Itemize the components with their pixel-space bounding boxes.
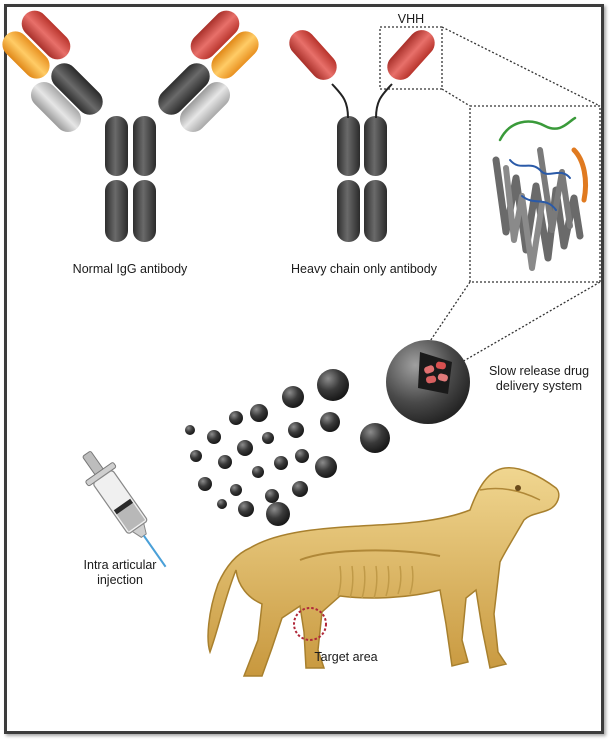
slow-release-label-line2: delivery system bbox=[476, 379, 602, 394]
hcab-hinge-left bbox=[332, 84, 348, 118]
injection-label: Intra articular injection bbox=[60, 558, 180, 588]
heavy-chain-fc-right-top bbox=[133, 116, 156, 176]
vhh-label: VHH bbox=[392, 12, 430, 27]
injection-label-line1: Intra articular bbox=[60, 558, 180, 573]
igg-antibody-illustration bbox=[0, 5, 264, 242]
injection-label-line2: injection bbox=[60, 573, 180, 588]
zoom-connector-sphere-2 bbox=[462, 282, 600, 362]
slow-release-sphere bbox=[386, 340, 470, 424]
slow-release-label-line1: Slow release drug bbox=[476, 364, 602, 379]
hcab-ch3-right bbox=[364, 180, 387, 242]
drug-particles bbox=[185, 369, 390, 526]
heavy-chain-fc-left-top bbox=[105, 116, 128, 176]
heavy-chain-fc-left-bottom bbox=[105, 180, 128, 242]
slow-release-label: Slow release drug delivery system bbox=[476, 364, 602, 394]
hcab-ch2-right bbox=[364, 116, 387, 176]
hcab-antibody-illustration bbox=[284, 25, 440, 242]
igg-antibody-label: Normal IgG antibody bbox=[50, 262, 210, 277]
dog-skeleton-illustration bbox=[208, 468, 559, 676]
hcab-ch2-left bbox=[337, 116, 360, 176]
target-area-label: Target area bbox=[306, 650, 386, 665]
zoom-connector-left bbox=[442, 89, 470, 106]
heavy-chain-fc-right-bottom bbox=[133, 180, 156, 242]
hcab-antibody-label: Heavy chain only antibody bbox=[276, 262, 452, 277]
vhh-domain-left bbox=[284, 25, 342, 85]
zoom-connector-top bbox=[442, 27, 600, 106]
hcab-ch3-left bbox=[337, 180, 360, 242]
syringe-icon bbox=[72, 444, 179, 577]
vhh-domain-right bbox=[382, 25, 440, 85]
